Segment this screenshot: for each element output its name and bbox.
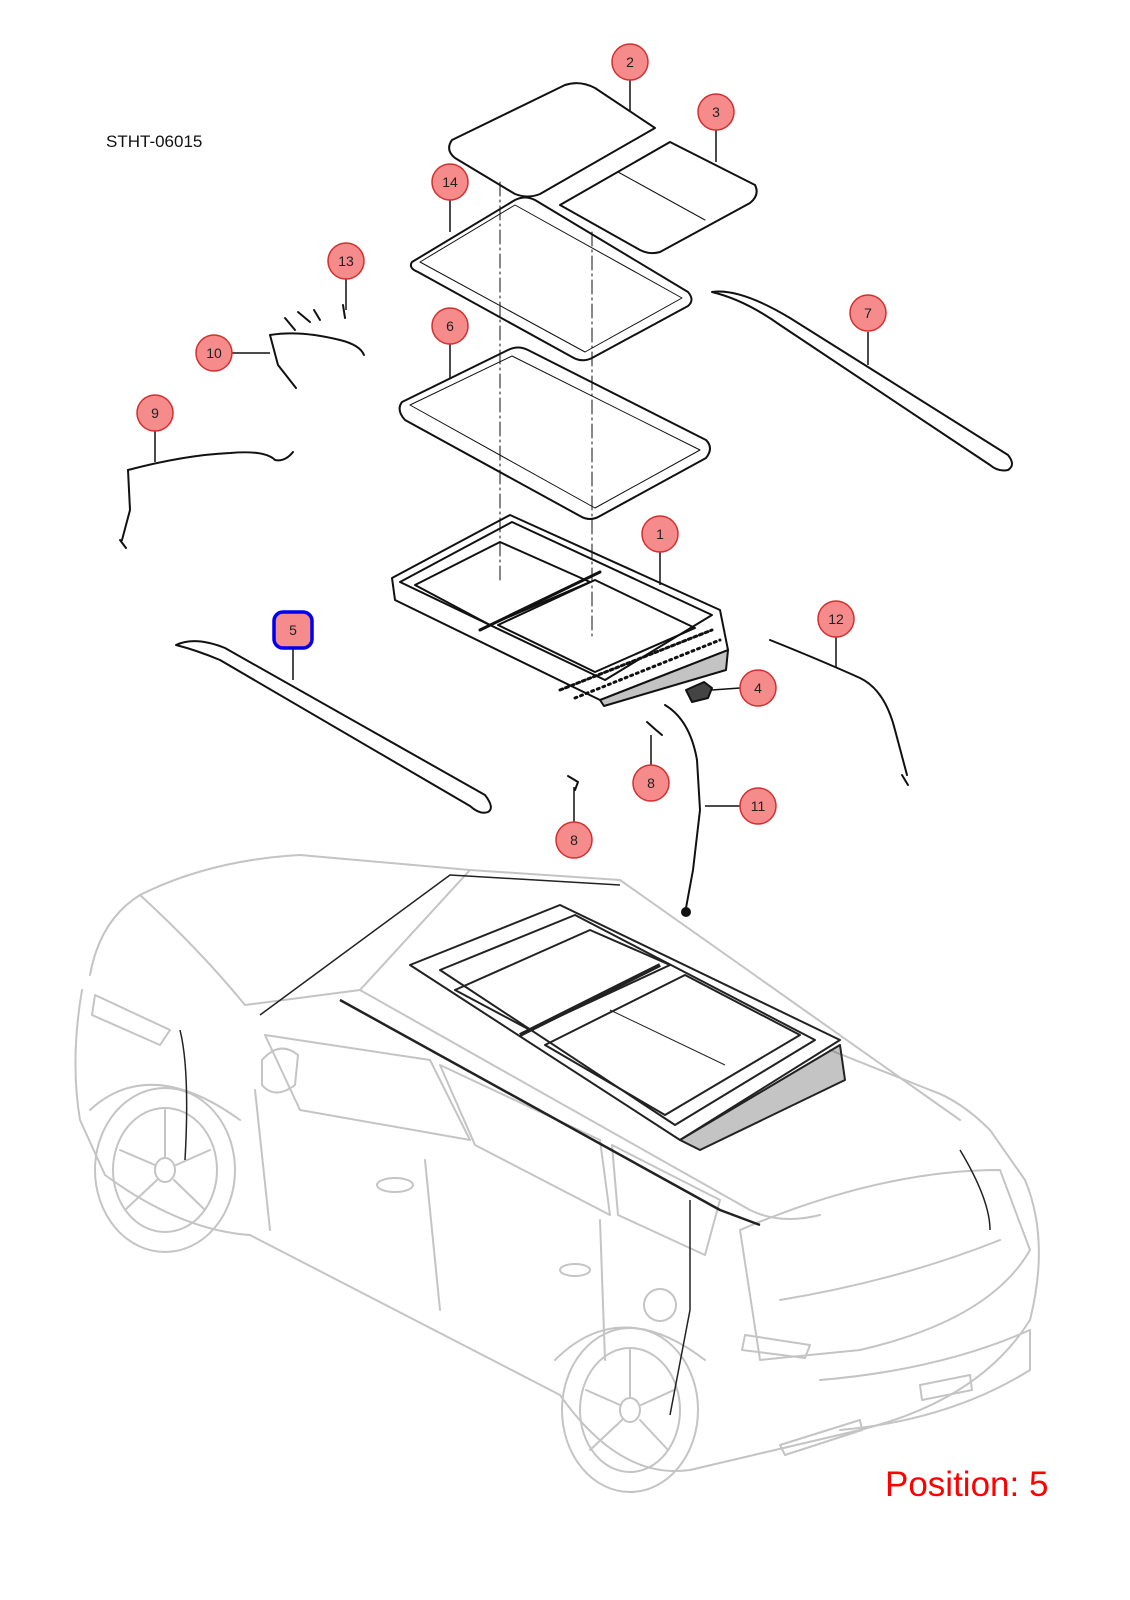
part-9-harness [127, 451, 294, 471]
leader-lines [154, 80, 869, 822]
part-14-seal-frame [409, 196, 693, 362]
callout-6-label: 6 [446, 318, 454, 334]
part-4-module [685, 681, 713, 703]
position-indicator: Position: 5 [885, 1465, 1049, 1504]
callout-11[interactable]: 11 [739, 787, 777, 825]
callout-1[interactable]: 1 [641, 515, 679, 553]
part-2-front-glass [448, 82, 656, 198]
part-11-harness [664, 704, 701, 909]
callout-14[interactable]: 14 [431, 163, 469, 201]
callout-2[interactable]: 2 [611, 43, 649, 81]
callout-4-label: 4 [754, 680, 762, 696]
part-3-rear-glass [559, 141, 758, 255]
callout-3-label: 3 [712, 104, 720, 120]
part-8-clip-b [567, 775, 579, 791]
part-1-sunroof-frame [391, 514, 729, 707]
part-10-harness [269, 332, 365, 356]
callout-8-b-label: 8 [570, 832, 578, 848]
callout-13-label: 13 [338, 253, 354, 269]
callout-7-label: 7 [864, 305, 872, 321]
callout-10-label: 10 [206, 345, 222, 361]
callout-6[interactable]: 6 [431, 307, 469, 345]
callout-13[interactable]: 13 [327, 242, 365, 280]
part-7-right-roof-rail [711, 290, 1013, 472]
callout-5-label: 5 [289, 622, 297, 638]
part-8-clip-a [646, 721, 663, 736]
callout-9-label: 9 [151, 405, 159, 421]
part-5-left-roof-rail [175, 640, 492, 814]
installed-sunroof-on-vehicle [179, 874, 991, 1416]
document-code: STHT-06015 [106, 132, 203, 151]
selected-highlight-box [272, 610, 314, 650]
callout-7[interactable]: 7 [849, 294, 887, 332]
callout-4[interactable]: 4 [739, 669, 777, 707]
part-12-harness [769, 639, 908, 776]
callout-3[interactable]: 3 [697, 93, 735, 131]
exploded-parts [119, 82, 1013, 917]
callout-10[interactable]: 10 [195, 334, 233, 372]
callout-12-label: 12 [828, 611, 844, 627]
callout-11-label: 11 [751, 798, 766, 814]
callout-9[interactable]: 9 [136, 394, 174, 432]
callout-8-b[interactable]: 8 [555, 821, 593, 859]
callout-5-selected[interactable]: 5 [272, 610, 314, 650]
callout-12[interactable]: 12 [817, 600, 855, 638]
vehicle-illustration [74, 854, 1040, 1493]
callout-8-a-label: 8 [647, 775, 655, 791]
part-6-weatherstrip [398, 346, 711, 520]
callout-1-label: 1 [656, 526, 664, 542]
callout-2-label: 2 [626, 54, 634, 70]
part-13-fastener [342, 304, 346, 319]
callout-8-a[interactable]: 8 [632, 764, 670, 802]
callout-14-label: 14 [442, 174, 458, 190]
